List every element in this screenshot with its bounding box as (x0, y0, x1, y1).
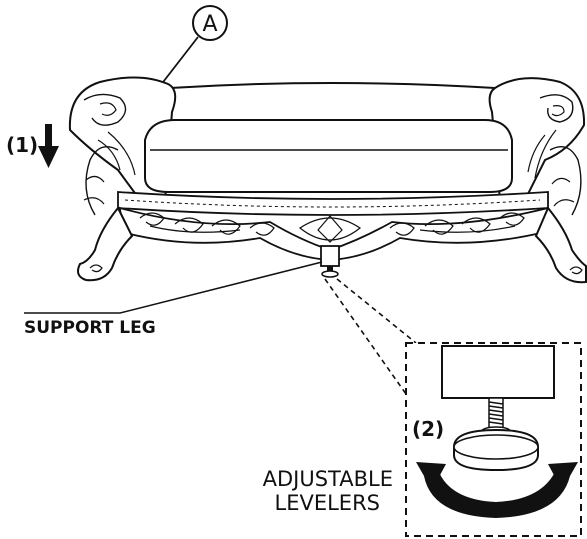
down-arrow-icon (38, 124, 59, 168)
step-1-indicator: (1) (6, 124, 59, 168)
leveler-detail-box: (2) (405, 342, 582, 537)
callout-a: A (159, 5, 228, 87)
seat-cushion (144, 119, 513, 193)
callout-a-letter: A (202, 12, 217, 37)
levelers-label-line-1: ADJUSTABLE (263, 467, 393, 491)
support-leg (320, 245, 340, 278)
left-front-leg (77, 206, 134, 282)
bench-illustration (68, 76, 587, 284)
support-leg-callout: SUPPORT LEG (24, 261, 323, 338)
support-leg-label: SUPPORT LEG (24, 318, 156, 338)
detail-projection-lines (324, 278, 417, 395)
right-arm (488, 77, 586, 206)
step-1-label: (1) (6, 133, 38, 157)
levelers-label: ADJUSTABLE LEVELERS (263, 467, 393, 515)
right-front-leg (534, 206, 587, 284)
step-2-label: (2) (412, 417, 444, 441)
levelers-label-line-2: LEVELERS (275, 491, 381, 515)
rotation-arrow-icon (416, 462, 578, 518)
detail-leg-block (441, 345, 555, 399)
